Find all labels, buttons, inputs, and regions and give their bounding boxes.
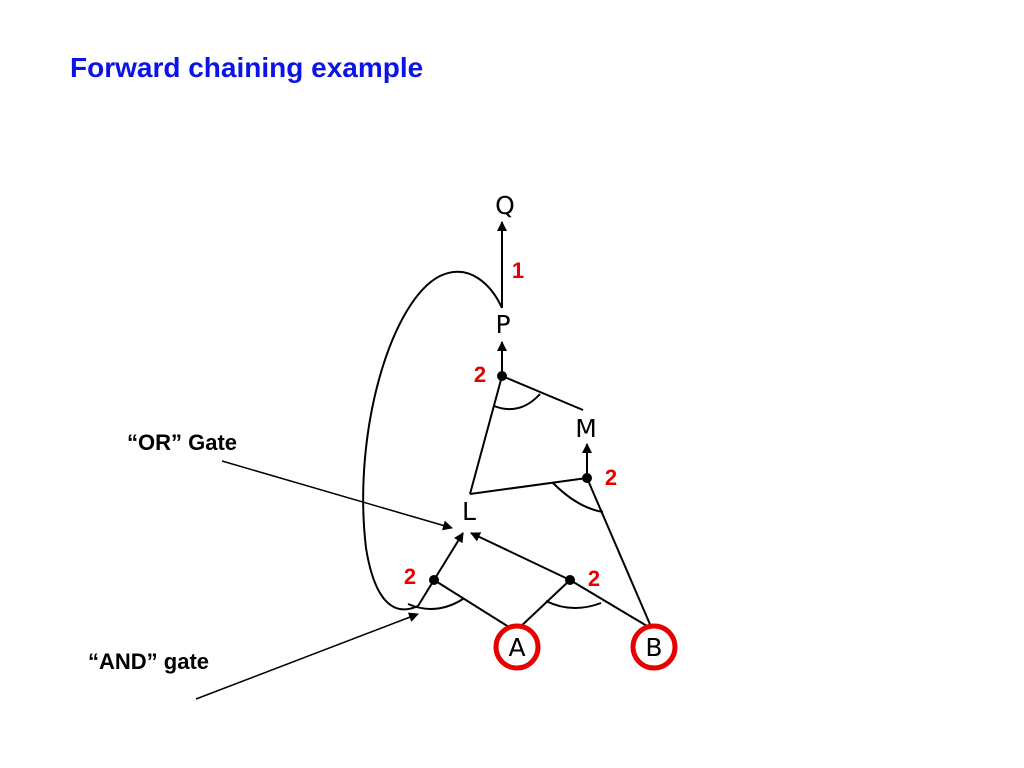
and-gate-label: “AND” gate [88, 649, 210, 674]
or-gate-label: “OR” Gate [127, 430, 238, 455]
node-m: M [575, 414, 597, 443]
fact-circle-a [493, 623, 541, 671]
node-a: A [508, 633, 525, 662]
fact-circle-b [630, 623, 678, 671]
node-q: Q [495, 191, 515, 220]
and-gate-ap-dot [429, 575, 439, 585]
count-p-to-q: 1 [512, 258, 524, 283]
count-ab-to-l: 2 [588, 566, 600, 591]
and-gate-lb-dot [582, 473, 592, 483]
and-gate-ap-to-l [407, 532, 513, 630]
node-p: P [495, 310, 510, 339]
and-gate-ab-dot [565, 575, 575, 585]
count-ap-to-l: 2 [404, 564, 416, 589]
node-b: B [645, 633, 662, 662]
and-gate-lm-dot [497, 371, 507, 381]
or-gate-callout-arrow [221, 460, 453, 531]
slide-title: Forward chaining example [70, 52, 424, 83]
node-l: L [462, 497, 476, 526]
count-lm-to-p: 2 [474, 362, 486, 387]
and-gate-lm-to-p [469, 341, 584, 495]
edge-p-to-and-gate-ap [362, 270, 503, 611]
and-gate-callout-arrow [195, 612, 419, 700]
and-gate-lb-to-m [469, 443, 653, 630]
count-lb-to-m: 2 [605, 465, 617, 490]
and-gate-ab-to-l [470, 532, 653, 630]
